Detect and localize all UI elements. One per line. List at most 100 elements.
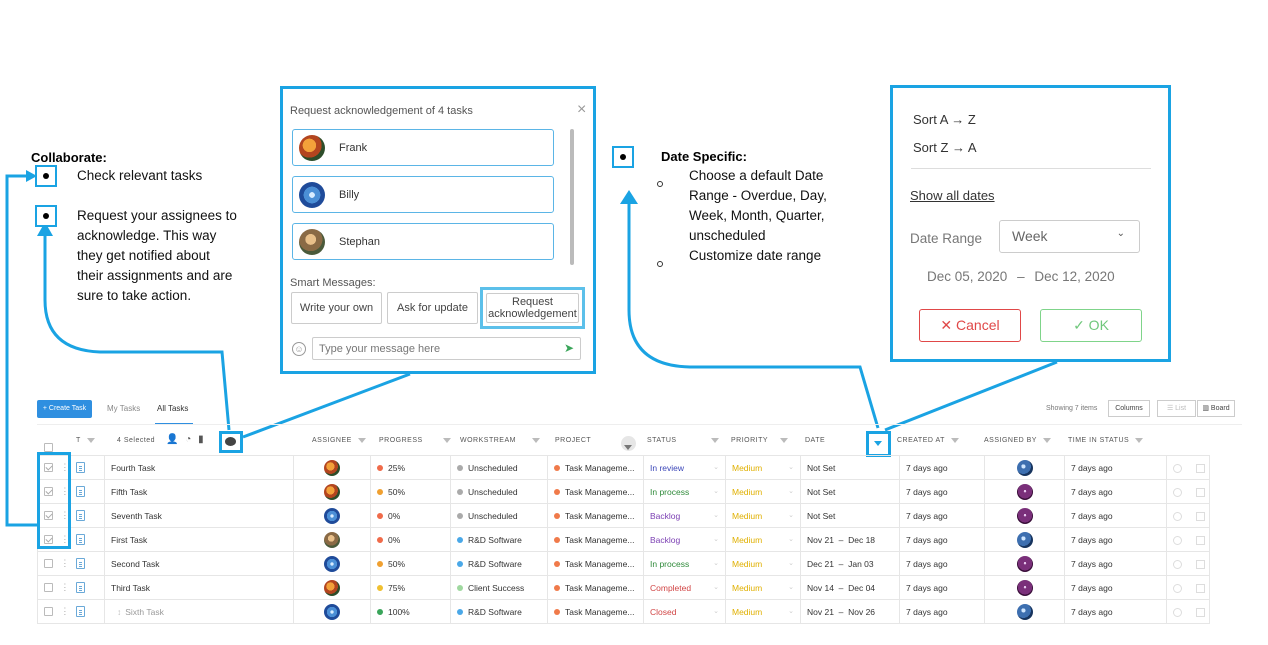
status-cell[interactable]: In process⌄ <box>643 479 726 504</box>
table-row[interactable]: ⋮ Second Task 50% R&D Software Task Mana… <box>37 551 1210 576</box>
date-cell[interactable]: Not Set <box>800 455 900 480</box>
settings-icon[interactable] <box>1173 487 1182 497</box>
task-name-cell[interactable]: Third Task <box>104 575 294 600</box>
project-cell[interactable]: Task Manageme... <box>547 527 644 552</box>
drag-handle-icon[interactable]: ⋮ <box>60 534 70 545</box>
row-checkbox[interactable] <box>44 583 53 593</box>
close-icon[interactable]: × <box>577 101 587 118</box>
status-cell[interactable]: Backlog⌄ <box>643 503 726 528</box>
sort-a-z[interactable]: Sort A → Z <box>913 112 976 127</box>
progress-cell[interactable]: 50% <box>370 479 451 504</box>
workstream-cell[interactable]: Unscheduled <box>450 479 548 504</box>
tab-all-tasks[interactable]: All Tasks <box>157 404 189 413</box>
progress-cell[interactable]: 50% <box>370 551 451 576</box>
table-row[interactable]: ⋮ Seventh Task 0% Unscheduled Task Manag… <box>37 503 1210 528</box>
progress-cell[interactable]: 100% <box>370 599 451 624</box>
sort-z-a[interactable]: Sort Z → A <box>913 140 977 155</box>
cancel-button[interactable]: ✕ Cancel <box>919 309 1021 342</box>
assignee-cell[interactable] <box>293 575 371 600</box>
date-cell[interactable]: Not Set <box>800 479 900 504</box>
emoji-icon[interactable]: ☺ <box>292 342 306 356</box>
progress-cell[interactable]: 25% <box>370 455 451 480</box>
project-cell[interactable]: Task Manageme... <box>547 455 644 480</box>
workstream-cell[interactable]: Unscheduled <box>450 455 548 480</box>
task-name-cell[interactable]: First Task <box>104 527 294 552</box>
message-input[interactable]: Type your message here ➤ <box>312 337 581 360</box>
priority-cell[interactable]: Medium⌄ <box>725 575 801 600</box>
table-row[interactable]: ⋮ Third Task 75% Client Success Task Man… <box>37 575 1210 600</box>
assignee-cell[interactable] <box>293 455 371 480</box>
priority-cell[interactable]: Medium⌄ <box>725 479 801 504</box>
workstream-cell[interactable]: R&D Software <box>450 599 548 624</box>
assign-user-icon[interactable]: 👤 <box>166 434 179 445</box>
header-project[interactable]: PROJECT <box>555 437 592 444</box>
row-checkbox[interactable] <box>44 607 53 617</box>
drag-handle-icon[interactable]: ⋮ <box>60 462 70 473</box>
drag-handle-icon[interactable]: ⋮ <box>60 510 70 521</box>
status-cell[interactable]: In review⌄ <box>643 455 726 480</box>
status-cell[interactable]: Completed⌄ <box>643 575 726 600</box>
settings-icon[interactable] <box>1173 511 1182 521</box>
ack-assignee-frank[interactable]: Frank <box>292 129 554 166</box>
task-name-cell[interactable]: ↕Sixth Task <box>104 599 294 624</box>
table-row[interactable]: ⋮ Fifth Task 50% Unscheduled Task Manage… <box>37 479 1210 504</box>
task-name-cell[interactable]: Second Task <box>104 551 294 576</box>
header-created-at[interactable]: CREATED AT <box>897 437 959 444</box>
assignee-cell[interactable] <box>293 599 371 624</box>
assignee-cell[interactable] <box>293 551 371 576</box>
header-assigned-by[interactable]: ASSIGNED BY <box>984 437 1051 444</box>
progress-cell[interactable]: 0% <box>370 527 451 552</box>
row-checkbox[interactable] <box>44 487 53 497</box>
settings-icon[interactable] <box>1173 535 1182 545</box>
drag-handle-icon[interactable]: ⋮ <box>60 582 70 593</box>
filter-icon[interactable] <box>950 437 959 443</box>
header-priority[interactable]: PRIORITY <box>731 437 789 444</box>
task-name-cell[interactable]: Fourth Task <box>104 455 294 480</box>
date-cell[interactable]: Not Set <box>800 503 900 528</box>
ok-button[interactable]: ✓ OK <box>1040 309 1142 342</box>
table-row[interactable]: ⋮ Fourth Task 25% Unscheduled Task Manag… <box>37 455 1210 480</box>
edit-icon[interactable] <box>1196 559 1205 569</box>
date-range-select[interactable]: Week ⌄ <box>999 220 1140 253</box>
status-cell[interactable]: In process⌄ <box>643 551 726 576</box>
assignee-cell[interactable] <box>293 527 371 552</box>
status-cell[interactable]: Backlog⌄ <box>643 527 726 552</box>
priority-cell[interactable]: Medium⌄ <box>725 599 801 624</box>
tab-my-tasks[interactable]: My Tasks <box>107 404 141 413</box>
row-checkbox[interactable] <box>44 559 53 569</box>
ask-for-update-button[interactable]: Ask for update <box>387 292 478 324</box>
progress-cell[interactable]: 75% <box>370 575 451 600</box>
settings-icon[interactable] <box>1173 559 1182 569</box>
workstream-cell[interactable]: R&D Software <box>450 551 548 576</box>
settings-icon[interactable] <box>1173 583 1182 593</box>
table-row[interactable]: ⋮ First Task 0% R&D Software Task Manage… <box>37 527 1210 552</box>
task-name-cell[interactable]: Seventh Task <box>104 503 294 528</box>
header-date[interactable]: DATE <box>805 437 826 444</box>
filter-icon[interactable] <box>710 437 719 443</box>
ack-assignee-billy[interactable]: Billy <box>292 176 554 213</box>
filter-icon[interactable] <box>86 437 95 443</box>
row-checkbox[interactable] <box>44 463 53 473</box>
task-name-cell[interactable]: Fifth Task <box>104 479 294 504</box>
send-icon[interactable]: ➤ <box>563 341 574 355</box>
date-cell[interactable]: Dec 21 – Jan 03 <box>800 551 900 576</box>
date-cell[interactable]: Nov 14 – Dec 04 <box>800 575 900 600</box>
project-cell[interactable]: Task Manageme... <box>547 479 644 504</box>
filter-icon[interactable] <box>780 437 789 443</box>
priority-cell[interactable]: Medium⌄ <box>725 551 801 576</box>
date-cell[interactable]: Nov 21 – Nov 26 <box>800 599 900 624</box>
edit-icon[interactable] <box>1196 583 1205 593</box>
filter-icon[interactable] <box>357 437 366 443</box>
date-filter-icon[interactable] <box>874 441 882 446</box>
progress-cell[interactable]: 0% <box>370 503 451 528</box>
edit-icon[interactable] <box>1196 487 1205 497</box>
assignee-cell[interactable] <box>293 479 371 504</box>
header-progress[interactable]: PROGRESS <box>379 437 451 444</box>
filter-icon[interactable] <box>1135 437 1144 443</box>
drag-handle-icon[interactable]: ⋮ <box>60 606 70 617</box>
project-cell[interactable]: Task Manageme... <box>547 575 644 600</box>
drag-handle-icon[interactable]: ⋮ <box>60 558 70 569</box>
filter-icon[interactable] <box>531 437 540 443</box>
header-assignee[interactable]: ASSIGNEE <box>312 437 366 444</box>
workstream-cell[interactable]: R&D Software <box>450 527 548 552</box>
